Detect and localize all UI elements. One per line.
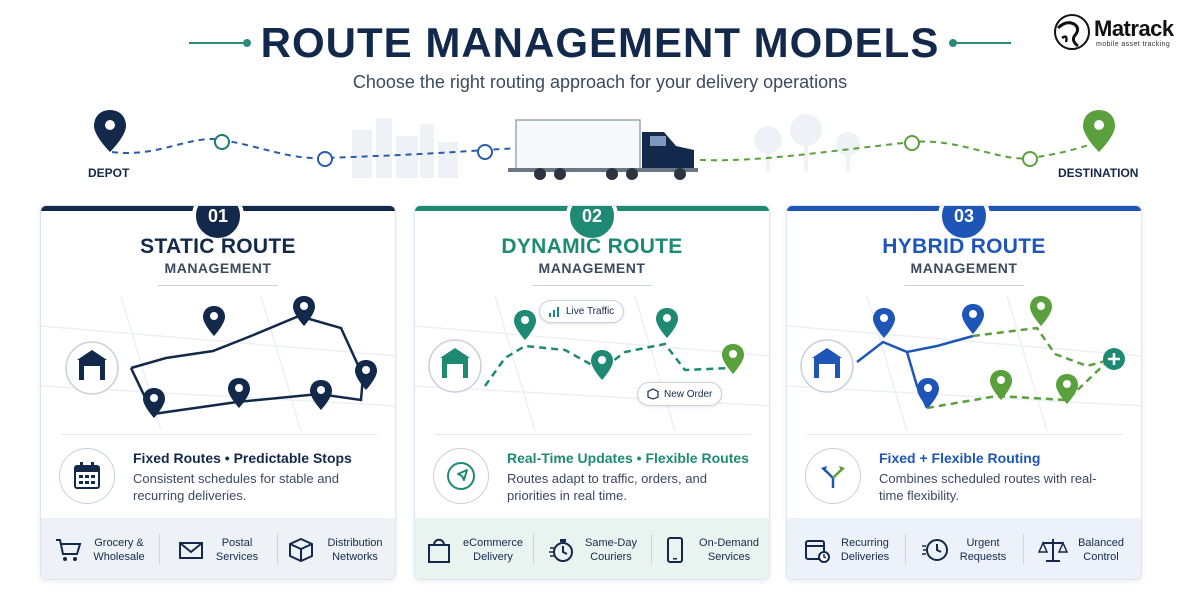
use-case-label: Distribution Networks <box>327 536 383 563</box>
use-case-bar: Grocery & Wholesale Postal Services Dist… <box>41 518 395 579</box>
city-skyline-icon <box>352 118 458 178</box>
card-number-badge: 02 <box>566 206 618 242</box>
title-row: ROUTE MANAGEMENT MODELS <box>0 18 1200 68</box>
route-illustration <box>94 110 1115 180</box>
card-title: HYBRID ROUTE <box>882 235 1046 258</box>
use-case-label: Postal Services <box>215 536 259 563</box>
page-subtitle: Choose the right routing approach for yo… <box>352 72 848 92</box>
use-case-item: On-Demand Services <box>651 518 769 579</box>
phone-icon <box>660 535 690 565</box>
use-case-item: eCommerce Delivery <box>415 518 533 579</box>
fast-clock-icon <box>920 535 950 565</box>
calendar-clock-icon <box>802 535 832 565</box>
cart-icon <box>53 535 83 565</box>
scale-icon <box>1038 535 1068 565</box>
card-feature: Fixed Routes • Predictable Stops Consist… <box>59 444 379 514</box>
page-title: ROUTE MANAGEMENT MODELS <box>260 19 940 66</box>
use-case-item: Postal Services <box>159 518 277 579</box>
truck-icon <box>508 119 698 180</box>
use-case-item: Balanced Control <box>1023 518 1141 579</box>
use-case-label: eCommerce Delivery <box>463 536 523 563</box>
live-traffic-label: Live Traffic <box>566 306 615 317</box>
card-subtitle: MANAGEMENT <box>538 260 646 276</box>
use-case-label: Urgent Requests <box>959 536 1007 563</box>
card-hybrid-route: 03 HYBRID ROUTE MANAGEMENT <box>786 205 1142 580</box>
trees-icon <box>754 114 860 172</box>
navigation-icon <box>433 448 489 504</box>
card-feature: Fixed + Flexible Routing Combines schedu… <box>805 444 1125 514</box>
card-underline <box>532 285 652 286</box>
title-decoration-left <box>188 39 251 47</box>
logo-wordmark: Matrack <box>1094 16 1174 41</box>
use-case-bar: Recurring Deliveries Urgent Requests Bal… <box>787 518 1141 579</box>
feature-title: Fixed + Flexible Routing <box>879 450 1041 466</box>
feature-description: Combines scheduled routes with real-time… <box>879 471 1097 503</box>
signal-bars-icon <box>549 306 559 317</box>
globe-icon <box>1054 14 1090 50</box>
static-route-map <box>41 296 395 431</box>
use-case-item: Urgent Requests <box>905 518 1023 579</box>
card-underline <box>158 285 278 286</box>
stopwatch-icon <box>547 535 577 565</box>
use-case-label: Recurring Deliveries <box>840 536 890 563</box>
feature-description: Routes adapt to traffic, orders, and pri… <box>507 471 707 503</box>
card-dynamic-route: 02 DYNAMIC ROUTE MANAGEMENT Live Traffic… <box>414 205 770 580</box>
dynamic-route-map <box>415 296 769 431</box>
use-case-label: Balanced Control <box>1078 536 1124 563</box>
hybrid-route-map <box>787 296 1141 431</box>
card-divider <box>435 434 751 435</box>
use-case-label: Same-Day Couriers <box>585 536 637 563</box>
use-case-label: Grocery & Wholesale <box>93 536 145 563</box>
card-divider <box>807 434 1123 435</box>
use-case-item: Distribution Networks <box>277 518 395 579</box>
feature-description: Consistent schedules for stable and recu… <box>133 471 339 503</box>
use-case-item: Same-Day Couriers <box>533 518 651 579</box>
package-icon <box>647 388 659 400</box>
use-case-item: Recurring Deliveries <box>787 518 905 579</box>
split-arrows-icon <box>805 448 861 504</box>
logo-tagline: mobile asset tracking <box>1096 41 1171 48</box>
feature-title: Real-Time Updates • Flexible Routes <box>507 450 749 466</box>
card-subtitle: MANAGEMENT <box>164 260 272 276</box>
brand-logo: Matrack mobile asset tracking <box>1052 12 1192 52</box>
destination-pin-icon <box>1083 110 1115 152</box>
card-static-route: 01 STATIC ROUTE MANAGEMENT <box>40 205 396 580</box>
new-order-label: New Order <box>664 388 713 400</box>
add-stop-icon <box>1103 348 1125 370</box>
card-underline <box>904 285 1024 286</box>
destination-label: DESTINATION <box>1058 166 1139 180</box>
card-subtitle: MANAGEMENT <box>910 260 1018 276</box>
box-icon <box>286 535 316 565</box>
card-title: DYNAMIC ROUTE <box>501 235 683 258</box>
use-case-bar: eCommerce Delivery Same-Day Couriers On-… <box>415 518 769 579</box>
use-case-label: On-Demand Services <box>699 536 759 563</box>
bag-icon <box>424 535 454 565</box>
title-decoration-right <box>949 39 1012 47</box>
mail-icon <box>176 535 206 565</box>
depot-pin-icon <box>94 110 126 152</box>
use-case-item: Grocery & Wholesale <box>41 518 159 579</box>
feature-title: Fixed Routes • Predictable Stops <box>133 450 352 466</box>
route-strip: DEPOT DESTINATION <box>0 100 1200 190</box>
card-divider <box>61 434 377 435</box>
new-order-tag: New Order <box>637 382 723 406</box>
depot-label: DEPOT <box>88 166 130 180</box>
calendar-icon <box>59 448 115 504</box>
card-title: STATIC ROUTE <box>140 235 296 258</box>
card-feature: Real-Time Updates • Flexible Routes Rout… <box>433 444 753 514</box>
live-traffic-tag: Live Traffic <box>539 300 625 323</box>
